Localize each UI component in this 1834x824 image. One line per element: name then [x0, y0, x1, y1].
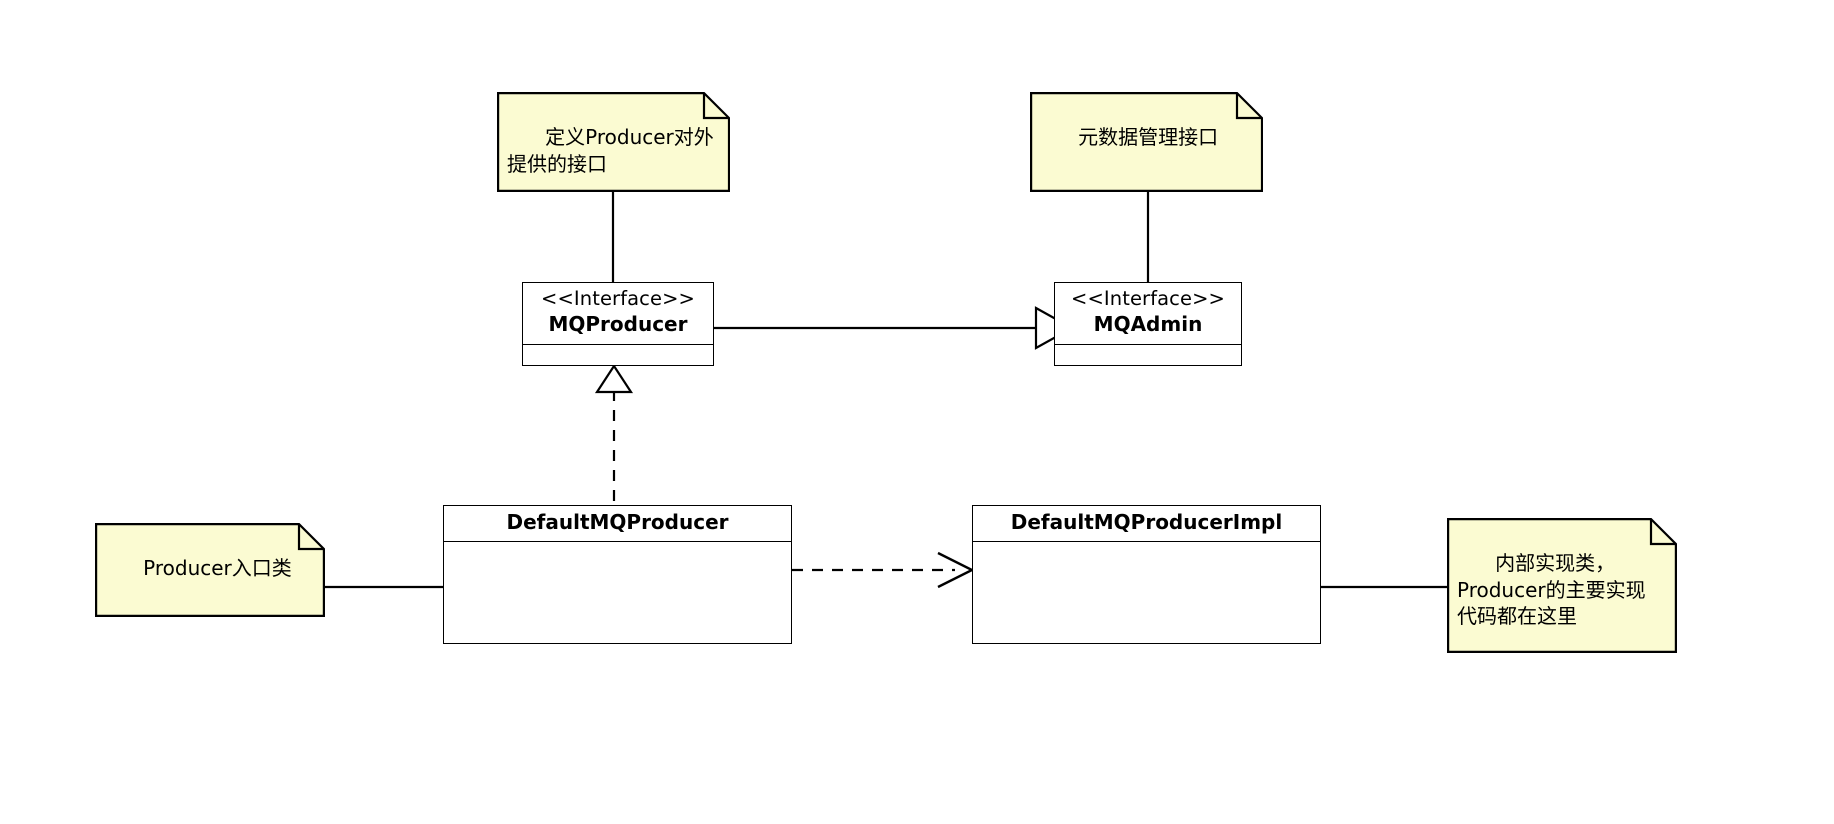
class-defaultmqproducerimpl-members-compartment — [973, 542, 1320, 643]
note-producer-interface[interactable]: 定义Producer对外提供的接口 — [497, 92, 730, 192]
class-defaultmqproducerimpl-name-compartment: DefaultMQProducerImpl — [973, 506, 1320, 542]
note-admin-interface[interactable]: 元数据管理接口 — [1030, 92, 1263, 192]
note-entry-class[interactable]: Producer入口类 — [95, 523, 325, 617]
interface-mqadmin-stereotype: <<Interface>> — [1071, 287, 1225, 310]
class-defaultmqproducerimpl[interactable]: DefaultMQProducerImpl — [972, 505, 1321, 644]
interface-mqadmin-name-compartment: <<Interface>> MQAdmin — [1055, 283, 1241, 345]
hollow-triangle-arrowhead-mqproducer — [594, 363, 634, 394]
interface-mqadmin-members-compartment — [1055, 345, 1241, 365]
note-impl-class-text: 内部实现类，Producer的主要实现代码都在这里 — [1457, 551, 1646, 629]
interface-mqproducer-name-compartment: <<Interface>> MQProducer — [523, 283, 713, 345]
note-producer-interface-text: 定义Producer对外提供的接口 — [507, 125, 714, 176]
class-defaultmqproducer[interactable]: DefaultMQProducer — [443, 505, 792, 644]
class-defaultmqproducer-name: DefaultMQProducer — [506, 510, 729, 534]
class-defaultmqproducerimpl-name: DefaultMQProducerImpl — [1010, 510, 1283, 534]
note-entry-class-text: Producer入口类 — [143, 556, 292, 581]
open-arrowhead-defaultmqproducerimpl — [937, 551, 975, 589]
class-defaultmqproducer-members-compartment — [444, 542, 791, 643]
interface-mqadmin-name: MQAdmin — [1093, 311, 1203, 336]
interface-mqproducer-stereotype: <<Interface>> — [541, 287, 695, 310]
note-admin-interface-text: 元数据管理接口 — [1078, 125, 1219, 150]
interface-mqproducer-name: MQProducer — [548, 311, 688, 336]
class-defaultmqproducer-name-compartment: DefaultMQProducer — [444, 506, 791, 542]
interface-mqproducer-members-compartment — [523, 345, 713, 365]
note-impl-class[interactable]: 内部实现类，Producer的主要实现代码都在这里 — [1447, 518, 1677, 653]
interface-mqadmin[interactable]: <<Interface>> MQAdmin — [1054, 282, 1242, 366]
interface-mqproducer[interactable]: <<Interface>> MQProducer — [522, 282, 714, 366]
